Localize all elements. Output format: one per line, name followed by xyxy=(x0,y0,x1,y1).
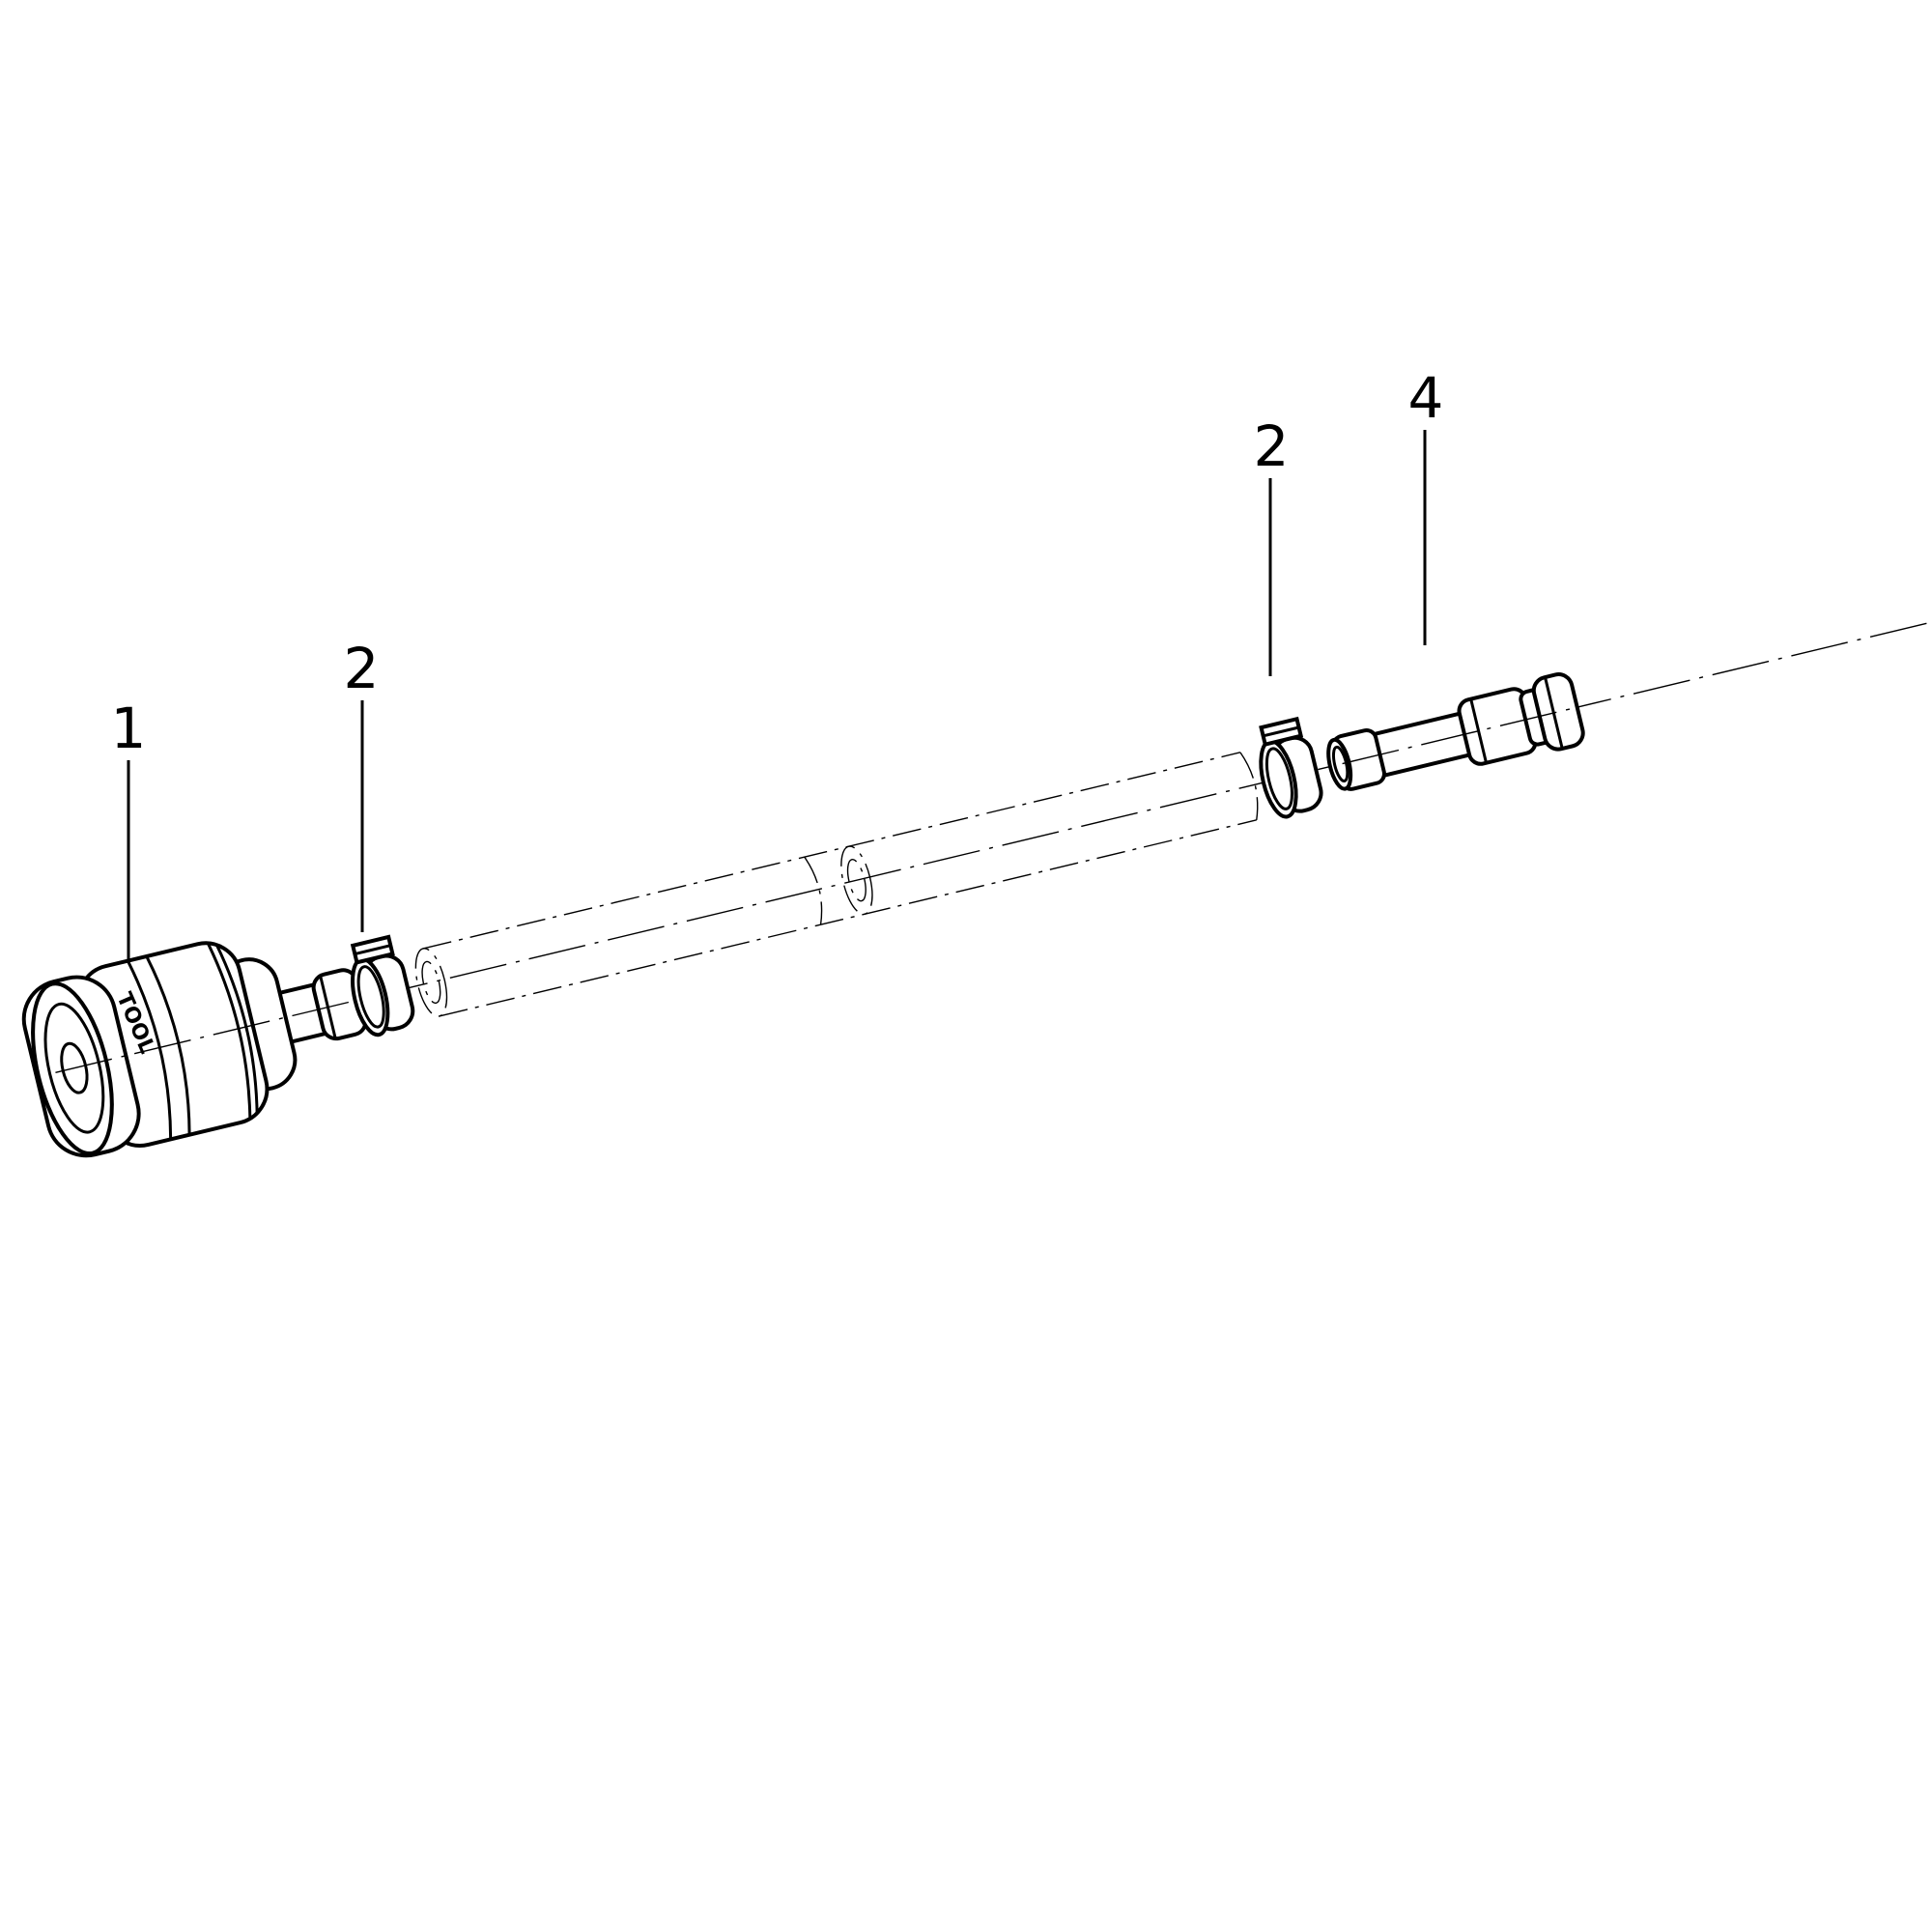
hose xyxy=(414,752,1259,1017)
hose-clamp-right-part-2 xyxy=(1259,716,1323,819)
part-label-1: 1 xyxy=(110,696,147,761)
part-label-2-left: 2 xyxy=(343,636,380,701)
part-label-4: 4 xyxy=(1407,365,1444,431)
coupling-part-1: TOOL xyxy=(21,941,368,1158)
part-label-2-right: 2 xyxy=(1253,413,1290,479)
plug-nipple-part-4 xyxy=(1326,672,1585,791)
hose-clamp-left-part-2 xyxy=(350,934,415,1037)
